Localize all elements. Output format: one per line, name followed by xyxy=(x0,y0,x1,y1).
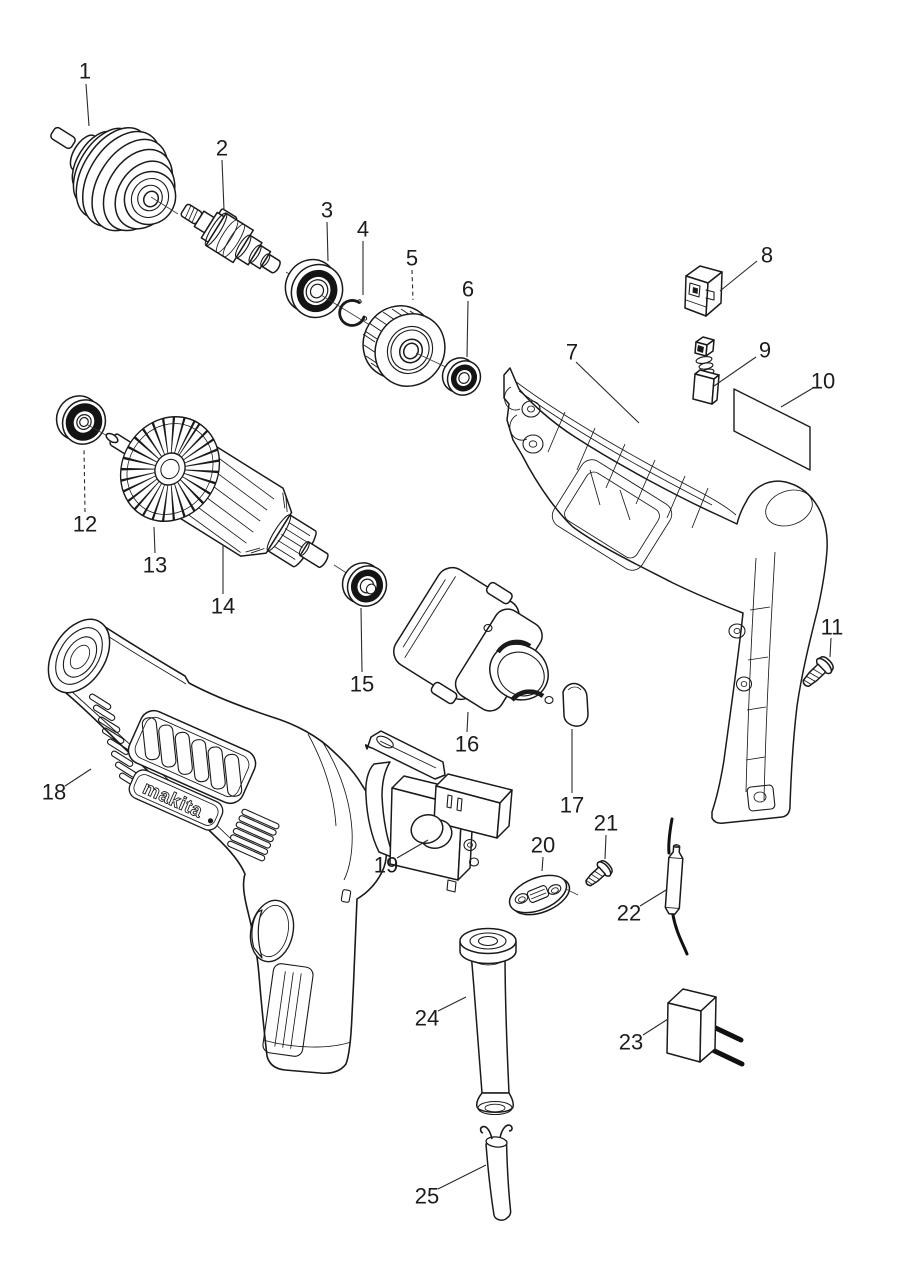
part-17-label-baffle-plate: 17 xyxy=(560,793,584,818)
part-18-leader-line xyxy=(64,768,92,787)
part-25-power-cord-drawing xyxy=(479,1124,513,1221)
part-2-leader-line xyxy=(221,159,225,211)
part-16-leader-line xyxy=(466,711,469,733)
part-7-leader-line xyxy=(575,361,640,424)
part-5-gear-drawing xyxy=(362,305,446,387)
part-23-leader-line xyxy=(642,1018,669,1036)
part-25-label-power-cord: 25 xyxy=(415,1184,439,1209)
part-24-leader-line xyxy=(437,996,467,1012)
part-22-leader-line xyxy=(639,889,667,907)
part-6-leader-line xyxy=(466,300,469,358)
part-15-leader-line xyxy=(360,607,363,673)
part-24-label-cord-guard: 24 xyxy=(415,1006,439,1031)
part-15-label-ball-bearing-rear: 15 xyxy=(350,672,374,697)
part-25-leader-line xyxy=(437,1164,487,1190)
part-23-label-capacitor: 23 xyxy=(619,1030,643,1055)
part-2-label-spindle: 2 xyxy=(216,136,228,161)
main-vent-grille xyxy=(127,709,257,805)
callout-layer: 1234567891011121314151617181920212223242… xyxy=(42,59,844,1209)
part-4-label-retaining-ring: 4 xyxy=(357,217,369,242)
part-1-leader-line xyxy=(85,83,90,127)
part-18-label-housing-with-grip: 18 xyxy=(42,780,66,805)
logo-dot xyxy=(207,818,214,824)
part-6-ball-bearing-drawing xyxy=(441,357,482,396)
part-10-nameplate-drawing xyxy=(733,388,811,471)
part-24-cord-guard-drawing xyxy=(459,927,517,1116)
part-11-tapping-screw-drawing xyxy=(802,656,834,687)
part-19-trigger-switch-drawing xyxy=(364,730,513,893)
part-1-label-drill-chuck: 1 xyxy=(79,59,91,84)
part-22-label-connecting-lead: 22 xyxy=(617,901,641,926)
part-3-ball-bearing-drawing xyxy=(284,258,344,319)
part-7-label-motor-housing-half: 7 xyxy=(566,340,578,365)
part-12-ball-bearing-drawing xyxy=(55,395,107,445)
part-15-ball-bearing-drawing xyxy=(341,562,388,607)
part-14-armature-drawing xyxy=(161,438,329,569)
rear-vent-slats xyxy=(227,808,280,862)
part-3-label-ball-bearing: 3 xyxy=(321,198,333,223)
part-16-field-stator-drawing xyxy=(393,566,554,712)
part-12-leader-line xyxy=(83,447,86,513)
part-13-label-fan: 13 xyxy=(143,553,167,578)
part-10-label-nameplate: 10 xyxy=(811,369,835,394)
part-22-connecting-lead-drawing xyxy=(664,817,689,956)
part-3-leader-line xyxy=(326,221,329,262)
part-20-leader-line xyxy=(541,856,544,872)
part-21-label-tapping-screw-small: 21 xyxy=(594,811,618,836)
part-9-carbon-brush-drawing xyxy=(692,336,720,405)
part-19-label-trigger-switch: 19 xyxy=(374,853,398,878)
grip-panel xyxy=(262,963,314,1057)
part-4-retaining-ring-drawing xyxy=(338,299,368,327)
part-14-label-armature: 14 xyxy=(211,594,235,619)
part-1-drill-chuck-drawing xyxy=(50,126,177,232)
part-9-label-carbon-brush: 9 xyxy=(759,338,771,363)
part-16-label-field-stator: 16 xyxy=(455,732,479,757)
part-11-label-tapping-screw: 11 xyxy=(821,615,844,640)
part-10-leader-line xyxy=(780,387,814,408)
part-23-capacitor-drawing xyxy=(666,988,745,1067)
part-8-label-brush-holder-cap: 8 xyxy=(761,243,773,268)
part-8-brush-holder-cap-drawing xyxy=(684,265,723,317)
part-5-leader-line xyxy=(411,269,414,301)
part-7-motor-housing-half-drawing xyxy=(503,367,828,824)
part-20-label-cord-clamp: 20 xyxy=(531,833,555,858)
part-6-label-ball-bearing-small: 6 xyxy=(462,277,474,302)
part-13-leader-line xyxy=(153,526,156,554)
part-12-label-ball-bearing-front: 12 xyxy=(73,512,97,537)
part-17-baffle-plate-drawing xyxy=(562,682,589,727)
part-19-leader-line xyxy=(396,839,429,859)
part-11-leader-line xyxy=(829,637,832,658)
part-21-tapping-screw-drawing xyxy=(585,859,613,887)
part-8-leader-line xyxy=(719,260,758,292)
part-13-fan-drawing xyxy=(105,416,221,522)
part-5-label-gear: 5 xyxy=(406,246,418,271)
part-20-cord-clamp-drawing xyxy=(508,874,571,916)
part-21-leader-line xyxy=(604,834,607,860)
part-18-housing-with-grip-drawing: makita xyxy=(47,618,388,1075)
part-2-spindle-drawing xyxy=(180,203,281,274)
part-9-leader-line xyxy=(713,356,757,387)
left-vent-slats xyxy=(88,693,142,790)
trigger xyxy=(251,909,263,959)
